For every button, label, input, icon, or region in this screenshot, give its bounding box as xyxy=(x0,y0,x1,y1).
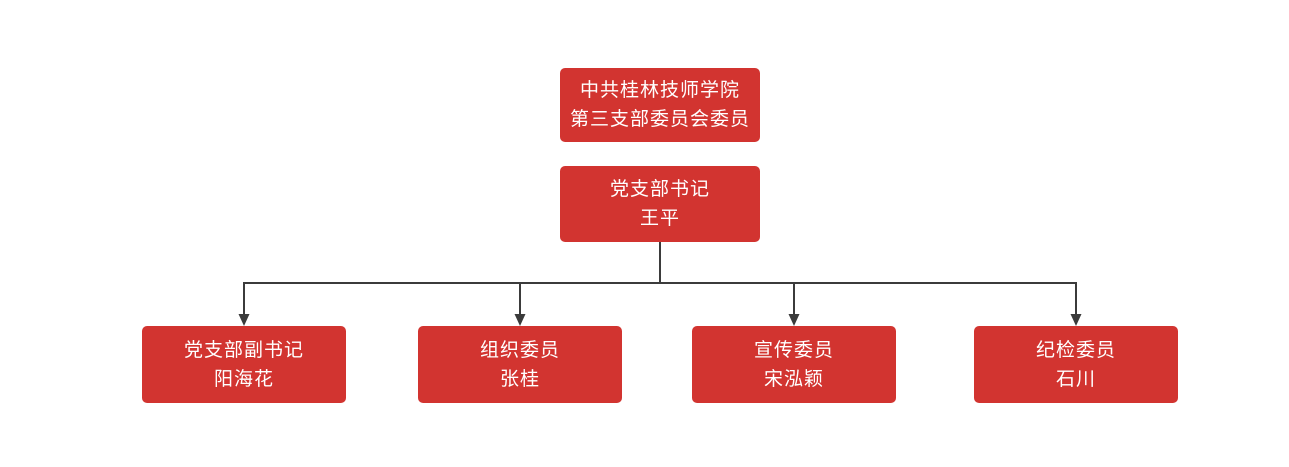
committee-name-line1: 中共桂林技师学院 xyxy=(579,80,740,101)
org-node-organization-member: 组织委员 张桂 xyxy=(418,326,622,403)
secretary-name: 王平 xyxy=(639,208,680,229)
member-title: 组织委员 xyxy=(479,339,560,361)
arrowhead-down-icon xyxy=(788,314,800,326)
org-node-committee: 中共桂林技师学院 第三支部委员会委员 xyxy=(560,68,760,142)
member-title: 纪检委员 xyxy=(1035,339,1116,361)
member-name: 阳海花 xyxy=(213,368,274,390)
secretary-title: 党支部书记 xyxy=(609,179,710,200)
member-name: 石川 xyxy=(1055,368,1096,390)
arrowhead-down-icon xyxy=(514,314,526,326)
member-name: 张桂 xyxy=(499,368,540,390)
arrowhead-down-icon xyxy=(1070,314,1082,326)
org-node-publicity-member: 宣传委员 宋泓颖 xyxy=(692,326,896,403)
org-node-deputy-secretary: 党支部副书记 阳海花 xyxy=(142,326,346,403)
org-node-secretary: 党支部书记 王平 xyxy=(560,166,760,242)
arrowhead-down-icon xyxy=(238,314,250,326)
member-name: 宋泓颖 xyxy=(763,368,824,390)
member-title: 党支部副书记 xyxy=(183,339,304,361)
committee-name-line2: 第三支部委员会委员 xyxy=(569,109,750,130)
member-title: 宣传委员 xyxy=(753,339,834,361)
org-node-discipline-member: 纪检委员 石川 xyxy=(974,326,1178,403)
